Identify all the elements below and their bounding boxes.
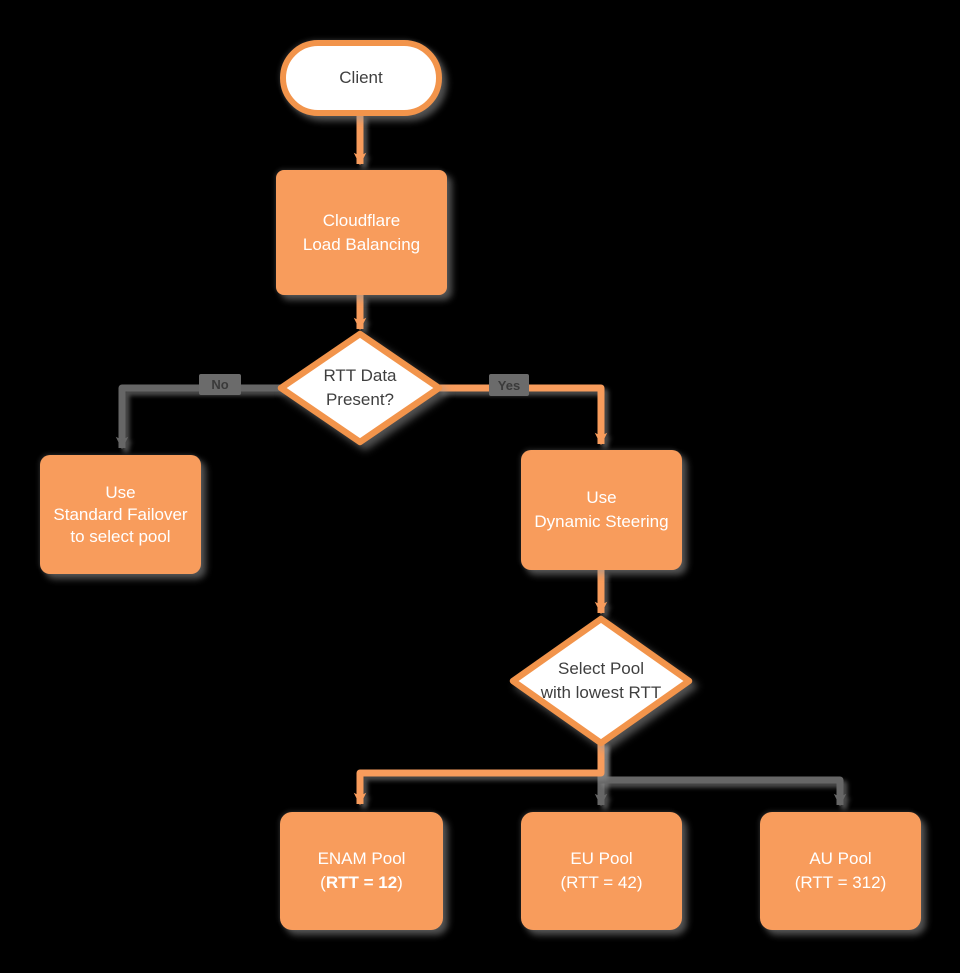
node-dynamic-steering: Use Dynamic Steering [521,450,682,570]
rtt-paren-open: ( [320,873,326,892]
node-label-line: AU Pool [809,849,872,868]
node-cloudflare-load-balancing: Cloudflare Load Balancing [276,170,447,295]
node-au-pool: AU Pool (RTT = 312) [760,812,921,930]
node-label-line: Present? [325,390,395,409]
node-label-line: Select Pool [558,659,644,678]
node-label-line: (RTT = 42) [560,873,643,892]
edge-label-no: No [199,374,241,395]
edge-label-no-text: No [211,377,229,392]
node-label-line: Load Balancing [302,234,421,254]
node-eu-pool: EU Pool (RTT = 42) [521,812,682,930]
node-label-line: Use [105,482,136,502]
node-label-line: EU Pool [570,849,633,868]
edge-select-pool-to-enam [353,742,605,806]
node-standard-failover: Use Standard Failover to select pool [40,455,201,574]
node-label-line: ENAM Pool [317,849,406,868]
node-label-line: Cloudflare [322,210,401,230]
edge-no-to-standard-failover [115,384,283,450]
node-label-line: RTT Data [323,366,397,385]
node-label-line: with lowest RTT [540,683,662,702]
node-label-line: Dynamic Steering [534,512,669,531]
node-label-line: to select pool [70,526,171,546]
node-select-pool-label: Select Pool with lowest RTT [521,657,681,705]
select-pool-diamond [509,615,693,747]
node-client: Client [280,40,442,116]
node-rtt-decision-label: RTT Data Present? [290,364,430,412]
rtt-decision-diamond [277,330,443,446]
edge-yes-to-dynamic-steering [437,384,608,446]
node-label-line: (RTT = 12) [320,871,403,895]
node-label-line: Use [586,488,617,507]
rtt-paren-close: ) [397,873,403,892]
node-label-line: Standard Failover [53,504,188,524]
edge-select-pool-to-au [597,742,847,807]
node-client-label: Client [339,68,383,87]
edge-label-yes: Yes [489,374,529,396]
edge-label-yes-text: Yes [497,377,521,393]
rtt-value-bold: RTT = 12 [325,873,398,892]
node-enam-pool: ENAM Pool (RTT = 12) [280,812,443,930]
node-label-line: (RTT = 312) [794,873,887,892]
